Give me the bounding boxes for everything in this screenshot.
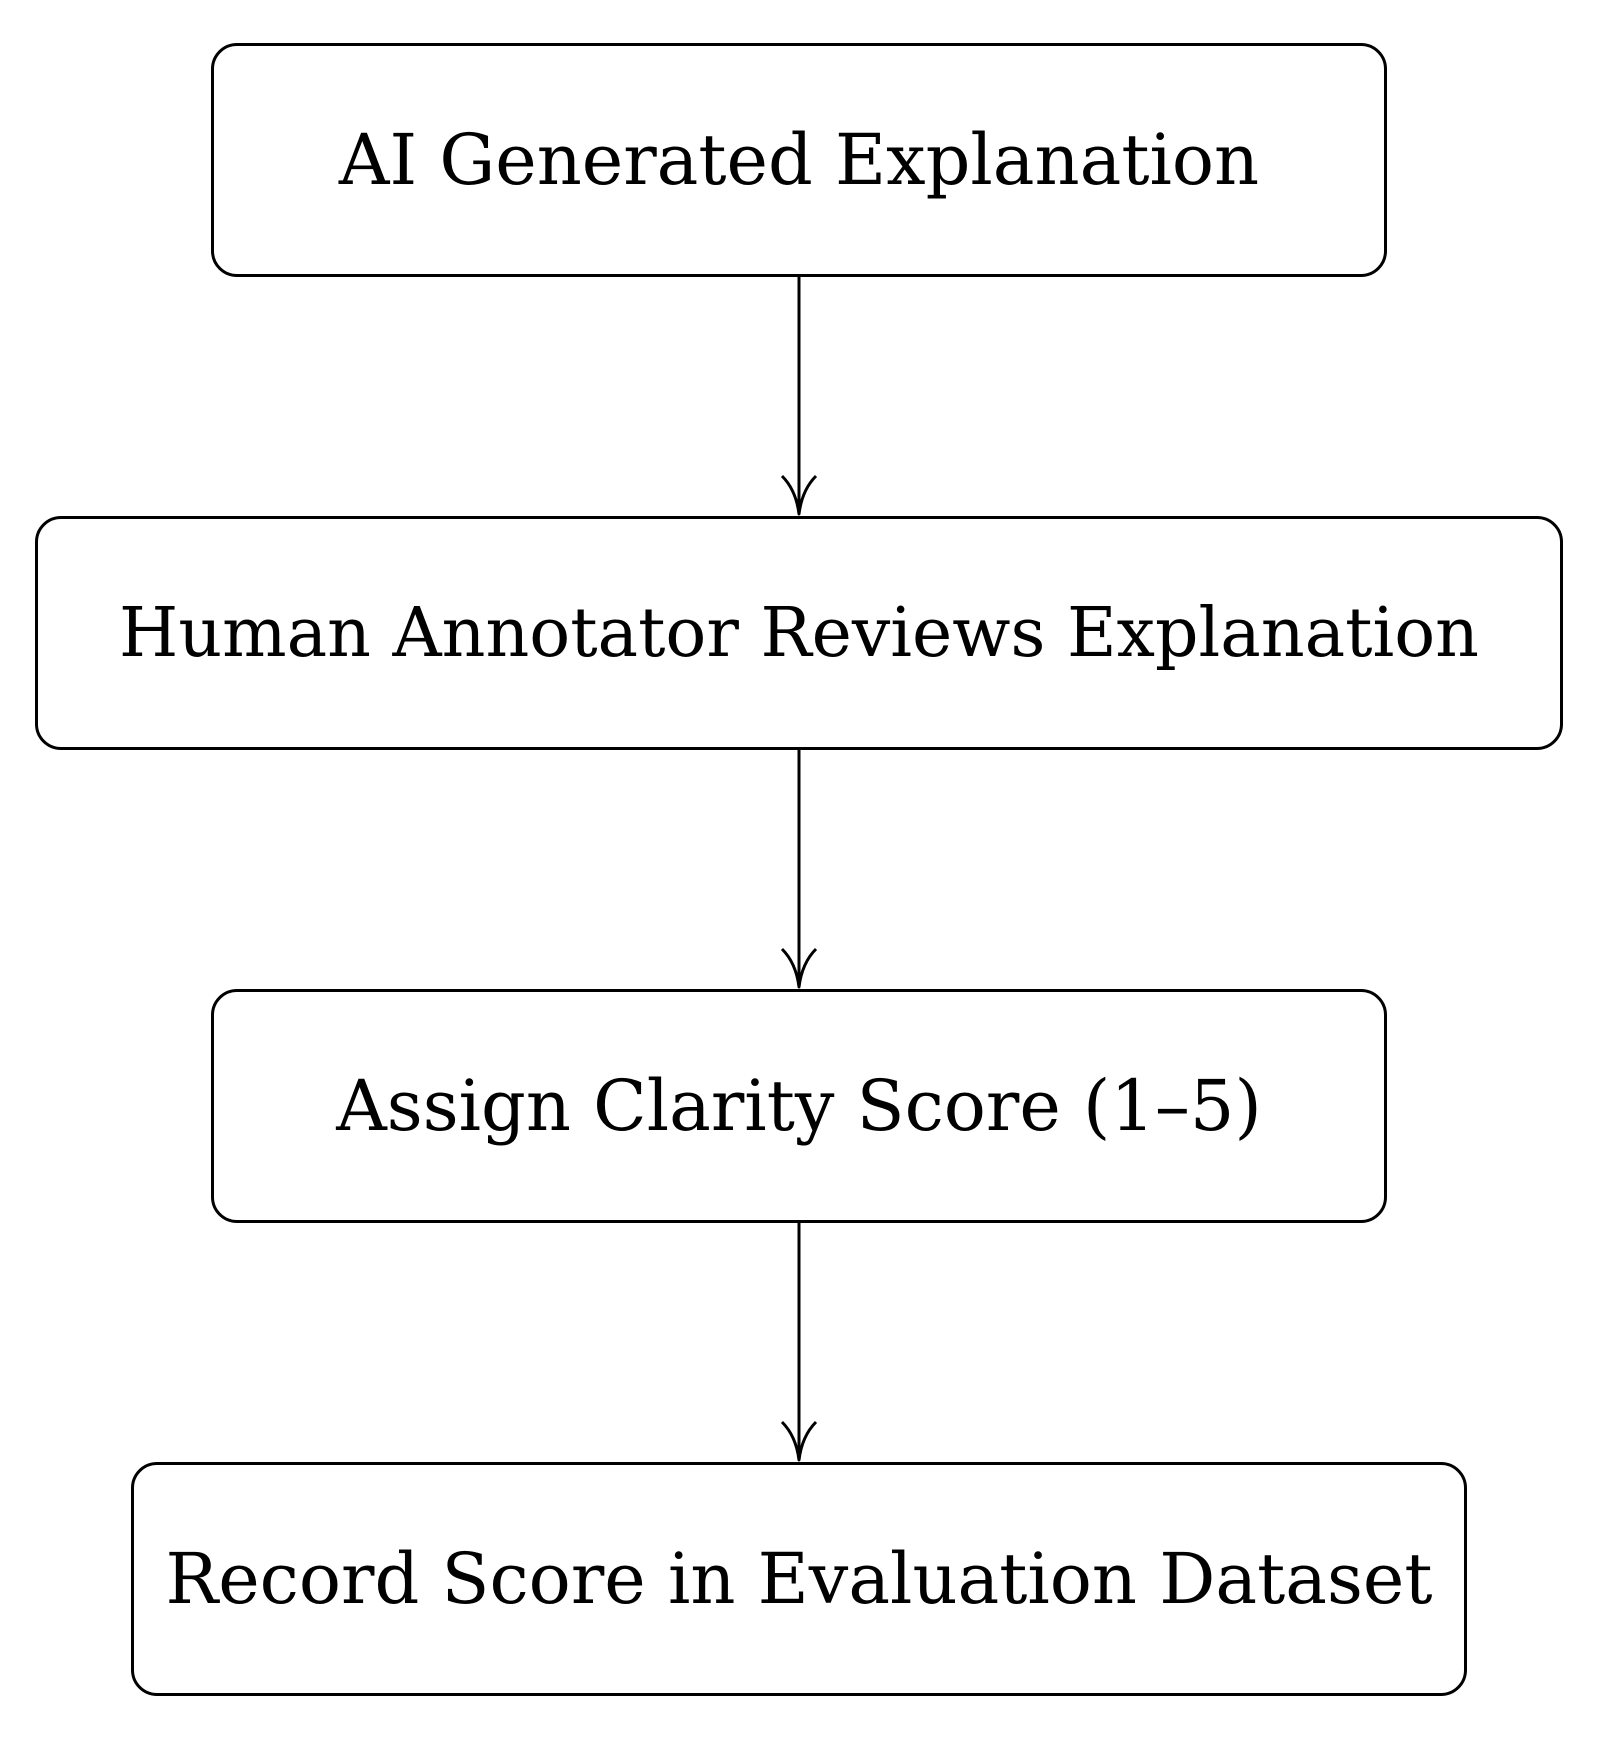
node-label: AI Generated Explanation	[338, 119, 1260, 201]
node-human-annotator-reviews: Human Annotator Reviews Explanation	[35, 516, 1563, 750]
edge-n1-n2	[780, 277, 818, 516]
node-label: Record Score in Evaluation Dataset	[165, 1538, 1433, 1620]
node-assign-clarity-score: Assign Clarity Score (1–5)	[211, 989, 1387, 1223]
node-ai-generated-explanation: AI Generated Explanation	[211, 43, 1387, 277]
node-label: Assign Clarity Score (1–5)	[336, 1065, 1262, 1147]
node-record-score: Record Score in Evaluation Dataset	[131, 1462, 1467, 1696]
edge-n3-n4	[780, 1223, 818, 1462]
node-label: Human Annotator Reviews Explanation	[119, 593, 1479, 673]
edge-n2-n3	[780, 750, 818, 989]
